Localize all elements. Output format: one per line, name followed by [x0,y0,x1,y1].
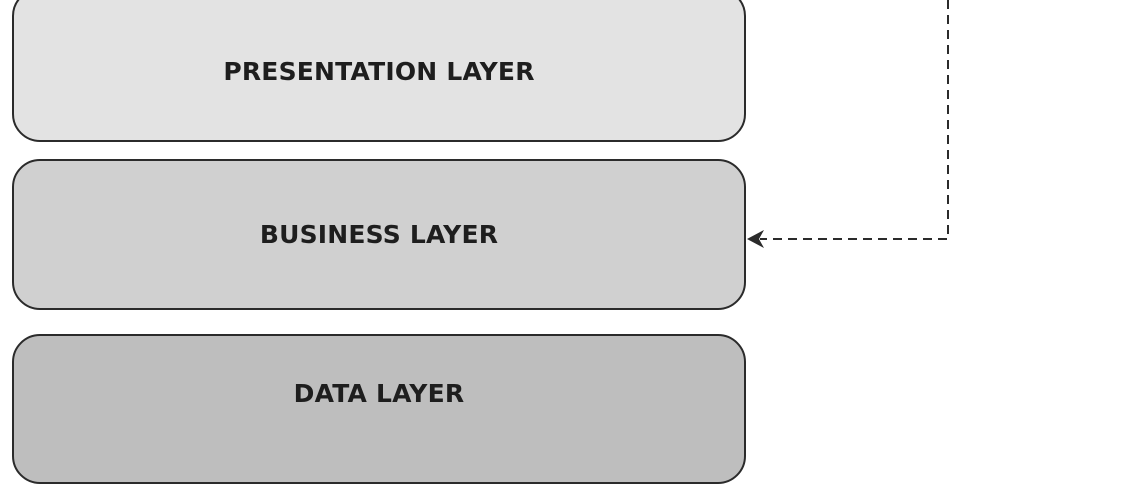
presentation-layer-box: PRESENTATION LAYER [12,0,746,142]
data-layer-label: DATA LAYER [293,378,465,408]
data-layer-box: DATA LAYER [12,334,746,484]
business-layer-label: BUSINESS LAYER [259,220,499,249]
business-layer-box: BUSINESS LAYER [12,159,746,310]
presentation-layer-label: PRESENTATION LAYER [223,56,535,86]
arrow-left-icon [747,230,764,248]
dashed-connector-line [760,0,949,240]
